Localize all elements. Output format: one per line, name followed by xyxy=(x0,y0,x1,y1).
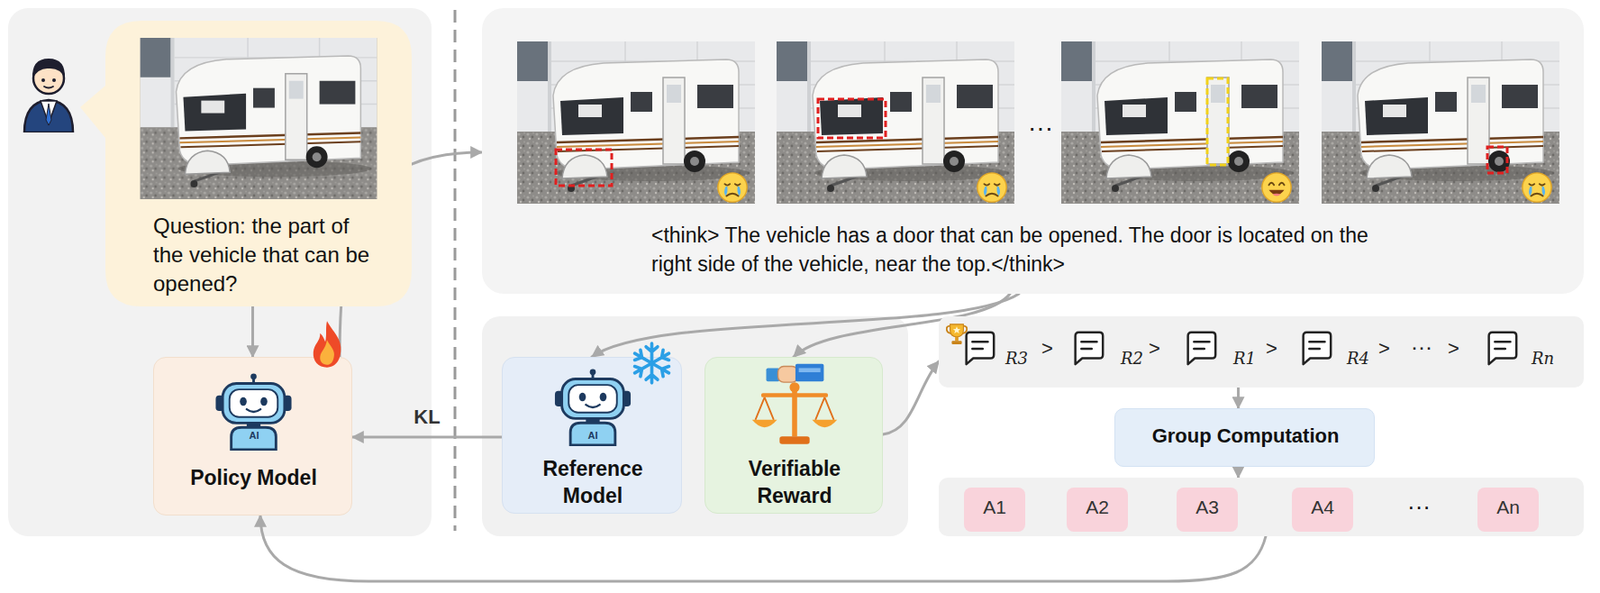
advantage-label: A2 xyxy=(1066,487,1128,527)
advantage-label: An xyxy=(1477,487,1539,527)
box-label: Policy Model xyxy=(154,463,354,491)
scale-icon xyxy=(752,363,837,445)
reaction-emoji xyxy=(1522,172,1552,202)
speech-bubble: Question: the part of the vehicle that c… xyxy=(105,20,412,307)
box-label: Group Computation xyxy=(1115,409,1376,463)
response-icon xyxy=(1303,332,1332,364)
input-panel xyxy=(8,8,432,537)
trophy-icon xyxy=(946,324,967,345)
response-label: R1 xyxy=(1233,348,1256,369)
rank-sign: > xyxy=(1265,336,1278,362)
edge-label: KL xyxy=(413,405,440,429)
connector xyxy=(1236,387,1240,409)
connector xyxy=(882,361,939,435)
rank-sign: > xyxy=(1447,336,1460,362)
vehicle-photo xyxy=(1061,41,1300,204)
vehicle-photo xyxy=(776,41,1015,204)
reward-box: Verifiable Reward xyxy=(704,356,883,514)
advantage-label: A1 xyxy=(963,487,1026,527)
response-icon xyxy=(1489,332,1518,364)
rollout-panel: ··· <think> The vehicle has a door that c… xyxy=(481,8,1584,294)
reasoning-text: <think> The vehicle has a door that can … xyxy=(651,220,1391,279)
response-icon xyxy=(966,332,995,364)
frozen-icon xyxy=(631,343,672,383)
reaction-emoji xyxy=(718,172,747,202)
advantage-label: A4 xyxy=(1291,487,1354,527)
ellipsis: ··· xyxy=(1027,114,1054,142)
scoring-panel xyxy=(481,316,909,537)
connector xyxy=(251,306,255,357)
response-icon xyxy=(1188,332,1217,364)
connector xyxy=(1236,466,1240,478)
vehicle-photo xyxy=(517,41,755,204)
box-label: Reference Model xyxy=(529,454,656,510)
vehicle-photo xyxy=(140,37,378,200)
advantage-label: A3 xyxy=(1176,487,1238,527)
advantage-box: An xyxy=(1477,487,1539,532)
ellipsis: ··· xyxy=(1410,334,1433,360)
advantage-panel: ··· A1 A2 A3 A4 An xyxy=(938,477,1584,537)
ellipsis: ··· xyxy=(1407,492,1431,520)
rank-sign: > xyxy=(1378,336,1391,362)
response-label: R4 xyxy=(1346,348,1370,369)
highlight-box xyxy=(818,99,886,138)
robot-badge: AI xyxy=(240,428,268,442)
user-icon xyxy=(24,58,73,133)
response-label: Rn xyxy=(1531,348,1555,369)
connector xyxy=(352,436,502,439)
advantage-box: A4 xyxy=(1291,487,1354,532)
node-illustration xyxy=(938,316,1584,388)
reaction-emoji xyxy=(1262,172,1291,202)
divider-line xyxy=(454,9,457,531)
trainable-icon xyxy=(313,320,342,367)
response-icon xyxy=(1075,332,1104,364)
advantage-box: A3 xyxy=(1176,487,1238,532)
rank-sign: > xyxy=(1041,336,1054,362)
highlight-box xyxy=(1487,146,1508,173)
model-box: Policy Model AI xyxy=(153,356,353,516)
model-box: Reference Model AI xyxy=(501,356,682,514)
highlight-box xyxy=(1207,78,1228,165)
robot-icon xyxy=(215,372,291,450)
response-label: R2 xyxy=(1120,348,1144,369)
highlight-box xyxy=(555,149,612,186)
robot-icon xyxy=(554,368,631,446)
bubble-shape xyxy=(80,20,412,307)
node-illustration xyxy=(481,8,1584,294)
vehicle-photo xyxy=(1321,41,1560,204)
rank-sign: > xyxy=(1148,336,1161,362)
robot-badge: AI xyxy=(579,428,607,442)
reaction-emoji xyxy=(977,172,1007,202)
advantage-box: A1 xyxy=(963,487,1026,532)
question-text: Question: the part of the vehicle that c… xyxy=(153,211,381,299)
advantage-box: A2 xyxy=(1066,487,1128,532)
box-label: Verifiable Reward xyxy=(731,454,858,510)
response-label: R3 xyxy=(1005,348,1028,369)
ranking-panel: R3>R2>R1>R4>···>Rn xyxy=(938,316,1584,388)
process-box: Group Computation xyxy=(1114,408,1375,467)
